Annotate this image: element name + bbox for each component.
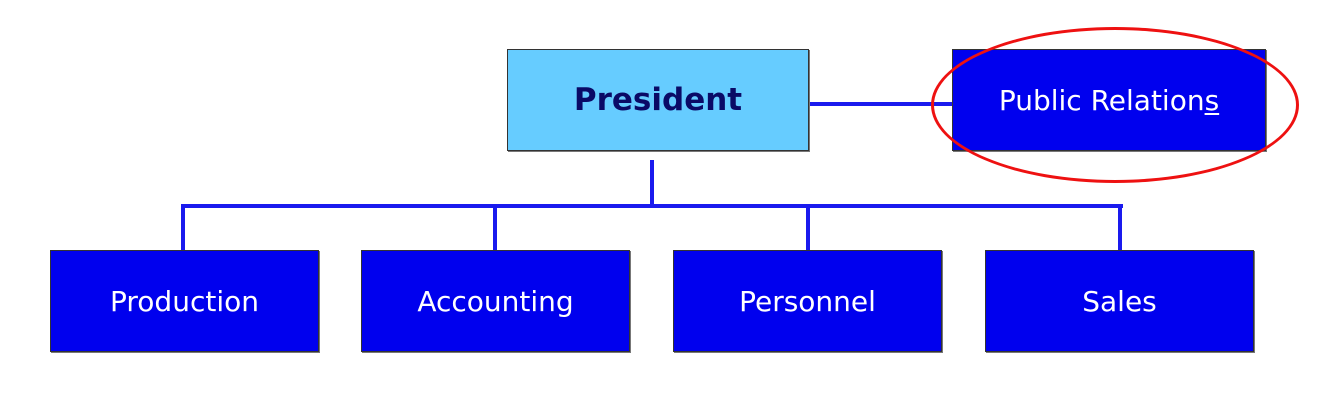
- accounting-label: Accounting: [417, 284, 574, 318]
- production-drop-connector: [181, 204, 185, 252]
- sales-box: Sales: [985, 250, 1254, 352]
- president-label: President: [573, 82, 743, 118]
- department-bus-connector: [181, 204, 1123, 208]
- personnel-box: Personnel: [673, 250, 942, 352]
- personnel-label: Personnel: [739, 284, 876, 318]
- personnel-drop-connector: [806, 204, 810, 252]
- public-relations-label: Public Relations: [998, 83, 1220, 117]
- accounting-drop-connector: [493, 204, 497, 252]
- production-box: Production: [50, 250, 319, 352]
- accounting-box: Accounting: [361, 250, 630, 352]
- public-relations-box: Public Relations: [952, 49, 1266, 151]
- production-label: Production: [110, 284, 259, 318]
- sales-label: Sales: [1082, 284, 1157, 318]
- sales-drop-connector: [1118, 204, 1122, 252]
- president-drop-connector: [650, 160, 654, 208]
- president-to-public-relations-connector: [808, 102, 953, 106]
- president-box: President: [507, 49, 809, 151]
